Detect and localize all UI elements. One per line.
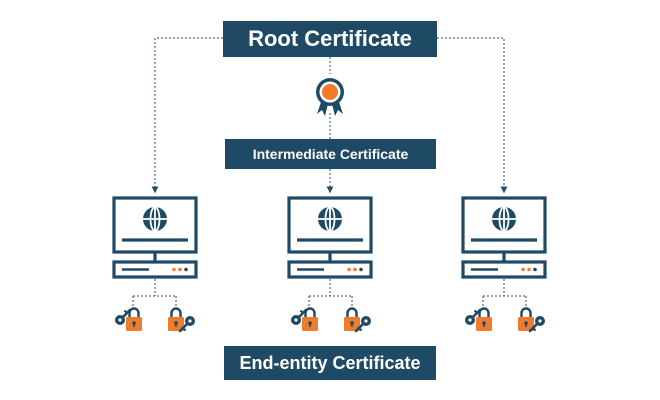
end-entity-certificate-label: End-entity Certificate (224, 346, 436, 380)
root-connectors (151, 37, 508, 194)
lock-key-pair-left-a (113, 307, 144, 333)
connector-root-left (151, 37, 223, 194)
intermediate-certificate-label: Intermediate Certificate (225, 139, 436, 169)
root-certificate-label: Root Certificate (223, 21, 437, 57)
server-with-globe-icon (112, 196, 198, 279)
server-left (112, 196, 198, 279)
server-right (461, 196, 547, 279)
lock-key-pair-right-a (463, 307, 494, 333)
ribbon-badge-icon (316, 78, 344, 116)
connector-root-right (437, 37, 508, 194)
lock-key-pair-center-a (289, 307, 320, 333)
lock-key-pair-right-b (516, 307, 547, 333)
lock-key-pair-left-b (166, 307, 197, 333)
lock-key-pair-center-b (342, 307, 373, 333)
server-with-globe-icon (461, 196, 547, 279)
server-with-globe-icon (287, 196, 373, 279)
end-entity-branches (132, 279, 527, 309)
server-center (287, 196, 373, 279)
